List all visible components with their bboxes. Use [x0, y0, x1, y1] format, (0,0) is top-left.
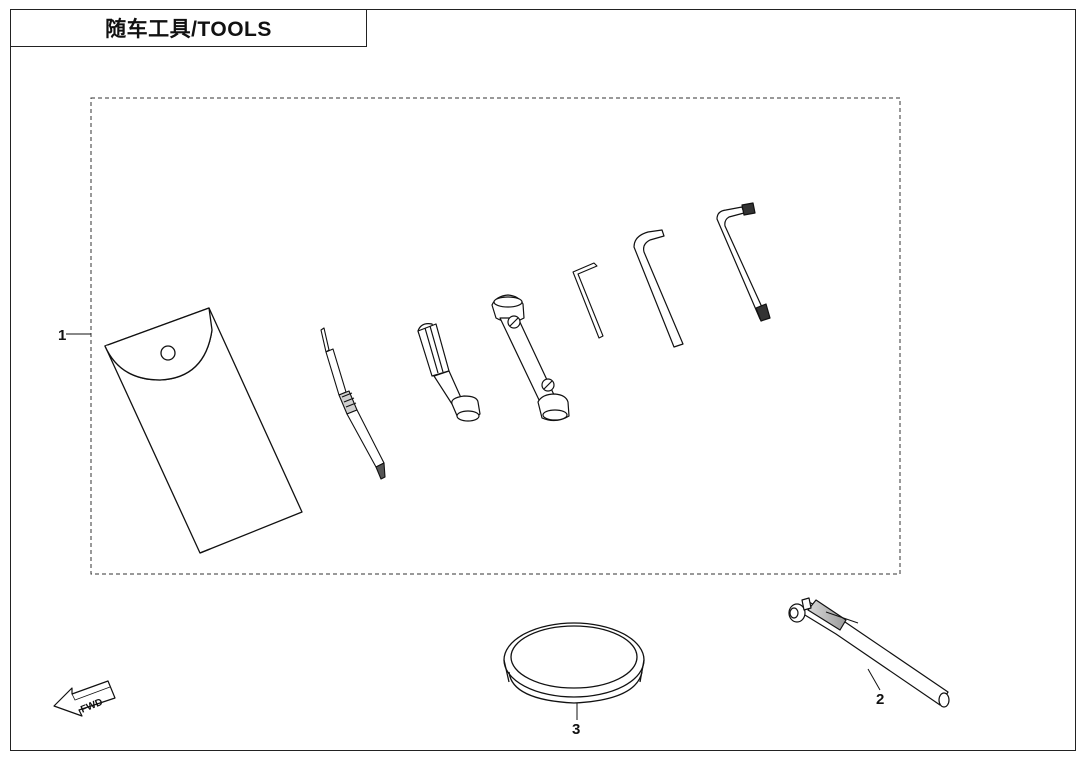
callout-1: 1 — [58, 327, 91, 344]
medium-hex-key-icon — [633, 229, 684, 348]
small-hex-key-icon — [572, 262, 604, 339]
socket-handle-icon — [417, 323, 481, 422]
drawing-frame — [10, 9, 1076, 751]
torx-key-icon — [716, 202, 771, 322]
callout-3: 3 — [572, 703, 580, 738]
callout-1-label: 1 — [58, 327, 66, 344]
strap-ring-icon — [503, 622, 645, 704]
callout-2: 2 — [867, 668, 884, 708]
callout-3-label: 3 — [572, 721, 580, 738]
screwdriver-icon — [320, 327, 386, 480]
tool-pouch-icon — [104, 307, 303, 554]
forward-arrow-icon: FWD — [53, 680, 116, 717]
page-title: 随车工具/TOOLS — [10, 9, 367, 47]
tire-pressure-gauge-icon — [788, 597, 950, 708]
callout-2-label: 2 — [876, 691, 884, 708]
spark-plug-wrench-icon — [491, 294, 570, 422]
kit-boundary — [90, 97, 901, 575]
